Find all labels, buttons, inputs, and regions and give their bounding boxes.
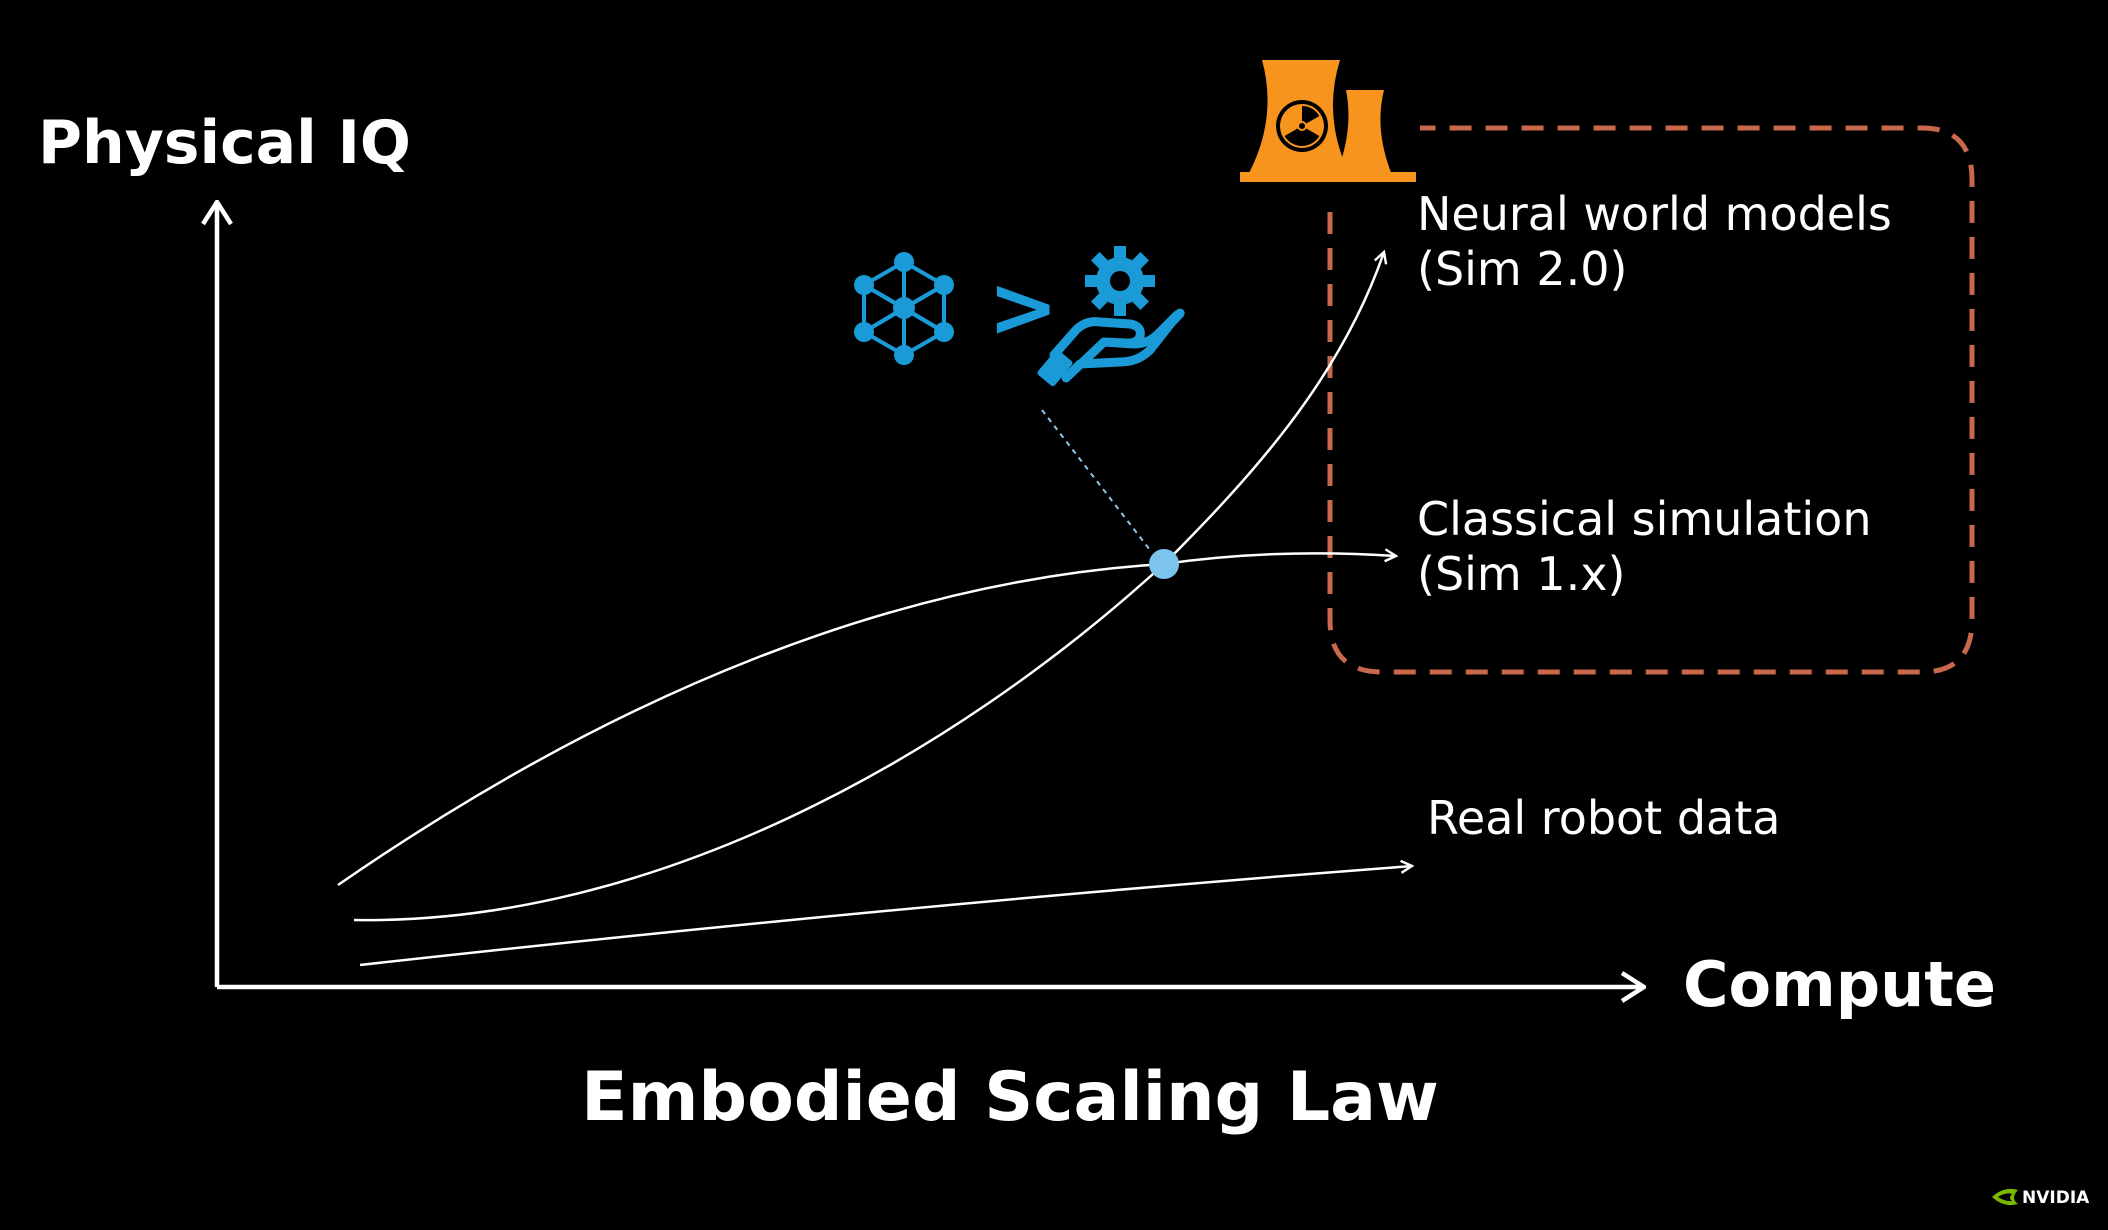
- real-robot-data-label: Real robot data: [1427, 791, 1780, 845]
- x-axis-label: Compute: [1683, 948, 1996, 1021]
- real-robot-data-curve: [359, 866, 1412, 967]
- neural-network-icon: [854, 252, 954, 365]
- nuclear-power-plant-icon: [1240, 60, 1416, 182]
- neural-label-line1: Neural world models: [1417, 187, 1892, 241]
- future-region-dashed-box: [1327, 125, 1975, 675]
- classical-label-line1: Classical simulation: [1417, 492, 1871, 546]
- y-axis-label: Physical IQ: [38, 108, 411, 178]
- neural-world-models-label: Neural world models (Sim 2.0): [1417, 187, 1906, 296]
- classical-label-line2: (Sim 1.x): [1417, 547, 1625, 601]
- classical-simulation-curve: [337, 553, 1396, 887]
- nvidia-logo-text: NVIDIA: [2022, 1188, 2090, 1208]
- hand-gear-icon: [1037, 246, 1185, 387]
- neural-label-line2: (Sim 2.0): [1417, 242, 1627, 296]
- diagram-title: Embodied Scaling Law: [581, 1058, 1439, 1137]
- neural-world-models-curve: [353, 252, 1384, 922]
- comparison-operator: >: [988, 258, 1058, 356]
- nvidia-logo: NVIDIA: [1992, 1188, 2090, 1208]
- classical-simulation-label: Classical simulation (Sim 1.x): [1417, 492, 1886, 601]
- crossover-connector-line: [1041, 409, 1151, 551]
- crossover-point: [1149, 549, 1179, 579]
- nvidia-eye-icon: [1992, 1188, 2018, 1206]
